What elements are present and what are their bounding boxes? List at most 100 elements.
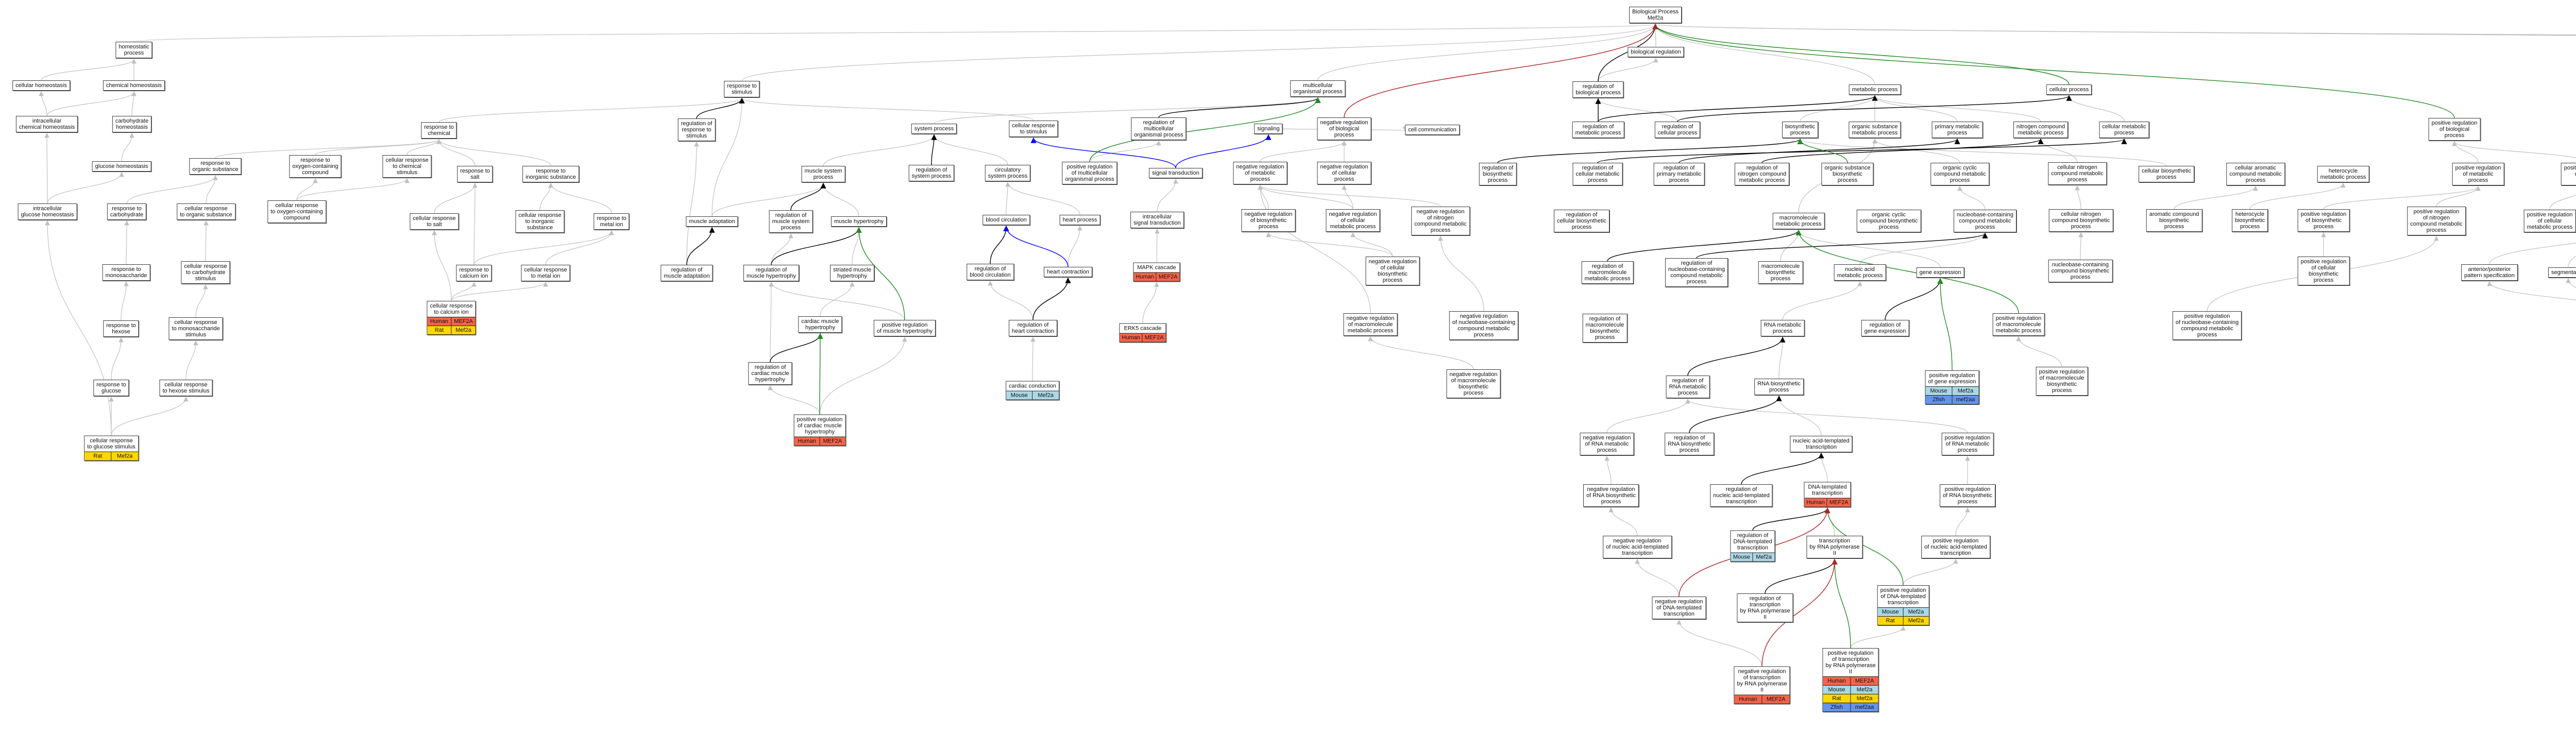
- go-term-node[interactable]: cardiac muscle hypertrophy: [798, 316, 842, 333]
- go-term-node[interactable]: biological regulation: [1628, 47, 1684, 57]
- go-term-node[interactable]: segmentation: [2548, 267, 2576, 278]
- go-term-node[interactable]: regulation of RNA metabolic process: [1666, 376, 1710, 398]
- go-term-node[interactable]: response to glucose: [93, 380, 129, 396]
- go-term-node[interactable]: cell communication: [1405, 125, 1460, 135]
- go-term-node[interactable]: cellular response to carbohydrate stimul…: [181, 261, 230, 284]
- go-term-node[interactable]: intracellular signal transduction: [1130, 212, 1184, 228]
- go-term-node[interactable]: positive regulation of cellular metaboli…: [2523, 210, 2576, 232]
- go-term-node[interactable]: cellular response to monosaccharide stim…: [168, 317, 223, 340]
- go-term-node[interactable]: regulation of cardiac muscle hypertrophy: [748, 362, 792, 385]
- go-term-node[interactable]: system process: [911, 124, 957, 134]
- go-term-node[interactable]: response to chemical: [421, 122, 457, 139]
- go-term-node[interactable]: chemical homeostasis: [103, 80, 165, 91]
- go-term-node[interactable]: organic substance metabolic process: [1849, 122, 1901, 138]
- go-term-node[interactable]: positive regulation of nucleobase-contai…: [2172, 311, 2242, 340]
- go-term-node[interactable]: regulation of nucleobase-containing comp…: [1665, 258, 1728, 287]
- go-term-node[interactable]: regulation of muscle system process: [769, 210, 813, 233]
- go-term-node[interactable]: cellular response to metal ion: [521, 265, 570, 281]
- go-term-node[interactable]: regulation of heart contraction: [1009, 320, 1057, 336]
- go-term-node[interactable]: regulation of biosynthetic process: [1479, 163, 1517, 185]
- go-term-node[interactable]: response to metal ion: [594, 213, 630, 230]
- go-term-node[interactable]: organic cyclic compound biosynthetic pro…: [1856, 210, 1921, 232]
- go-term-node[interactable]: negative regulation of cellular biosynth…: [1365, 257, 1420, 285]
- go-term-node[interactable]: muscle hypertrophy: [831, 216, 887, 227]
- go-term-node[interactable]: positive regulation of multicellular org…: [1062, 162, 1117, 184]
- go-term-node[interactable]: heterocycle biosynthetic process: [2231, 209, 2268, 232]
- go-term-node[interactable]: regulation of nitrogen compound metaboli…: [1734, 163, 1790, 185]
- go-term-node[interactable]: negative regulation of cellular metaboli…: [1326, 209, 1380, 232]
- go-term-node[interactable]: signal transduction: [1149, 168, 1202, 178]
- go-term-node[interactable]: positive regulation of biological proces…: [2428, 118, 2481, 141]
- go-term-node[interactable]: negative regulation of nucleobase-contai…: [1449, 311, 1519, 340]
- go-term-node[interactable]: signaling: [1254, 124, 1283, 134]
- go-term-node[interactable]: positive regulation of cellular process: [2561, 163, 2576, 185]
- go-term-node[interactable]: cellular nitrogen compound metabolic pro…: [2048, 162, 2107, 185]
- go-term-node[interactable]: response to inorganic substance: [522, 166, 579, 182]
- go-term-node[interactable]: heart process: [1059, 215, 1100, 225]
- go-term-node[interactable]: regulation of nucleic acid-templated tra…: [1710, 484, 1773, 507]
- go-term-node[interactable]: positive regulation of transcription by …: [1822, 648, 1879, 712]
- go-term-node[interactable]: response to organic substance: [189, 158, 242, 175]
- go-term-node[interactable]: nucleobase-containing compound biosynthe…: [2048, 260, 2113, 282]
- go-term-node[interactable]: negative regulation of RNA biosynthetic …: [1583, 484, 1639, 507]
- go-term-node[interactable]: heart contraction: [1044, 267, 1092, 277]
- go-term-node[interactable]: response to monosaccharide: [102, 264, 150, 281]
- go-term-node[interactable]: negative regulation of metabolic process: [1233, 162, 1287, 184]
- go-term-node[interactable]: RNA biosynthetic process: [1754, 379, 1804, 395]
- go-term-node[interactable]: regulation of transcription by RNA polym…: [1737, 593, 1793, 622]
- go-term-node[interactable]: transcription by RNA polymerase II: [1806, 536, 1863, 558]
- go-term-node[interactable]: cellular process: [2046, 84, 2092, 95]
- go-term-node[interactable]: nucleobase-containing compound metabolic…: [1953, 210, 2017, 232]
- go-term-node[interactable]: regulation of multicellular organismal p…: [1131, 117, 1187, 140]
- go-term-node[interactable]: negative regulation of macromolecule met…: [1343, 313, 1398, 336]
- go-term-node[interactable]: regulation of blood circulation: [967, 264, 1014, 280]
- go-term-node[interactable]: metabolic process: [1849, 84, 1901, 95]
- go-term-node[interactable]: anterior/posterior pattern specification: [2461, 264, 2518, 281]
- go-term-node[interactable]: multicellular organismal process: [1290, 80, 1346, 97]
- go-term-node[interactable]: muscle system process: [801, 166, 845, 182]
- go-term-node[interactable]: negative regulation of DNA-templated tra…: [1652, 597, 1706, 619]
- go-term-node[interactable]: positive regulation of macromolecule met…: [1992, 313, 2045, 336]
- go-term-node[interactable]: RNA metabolic process: [1760, 320, 1805, 336]
- go-term-node[interactable]: glucose homeostasis: [92, 161, 151, 172]
- go-term-node[interactable]: cellular homeostasis: [12, 80, 70, 91]
- go-term-node[interactable]: response to oxygen-containing compound: [289, 155, 342, 178]
- go-term-node[interactable]: positive regulation of macromolecule bio…: [2036, 367, 2088, 396]
- go-term-node[interactable]: positive regulation of cellular biosynth…: [2297, 257, 2350, 285]
- go-term-node[interactable]: organic cyclic compound metabolic proces…: [1930, 163, 1989, 185]
- go-term-node[interactable]: carbohydrate homeostasis: [112, 116, 152, 132]
- go-term-node[interactable]: positive regulation of muscle hypertroph…: [873, 320, 936, 336]
- go-term-node[interactable]: primary metabolic process: [1931, 122, 1983, 138]
- go-term-node[interactable]: gene expression: [1916, 267, 1964, 278]
- go-term-node[interactable]: intracellular chemical homeostasis: [15, 116, 78, 132]
- go-term-node[interactable]: intracellular glucose homeostasis: [18, 203, 77, 220]
- go-term-node[interactable]: regulation of system process: [908, 165, 955, 181]
- go-term-node[interactable]: positive regulation of metabolic process: [2452, 163, 2504, 185]
- go-term-node[interactable]: negative regulation of cellular process: [1317, 162, 1371, 184]
- go-term-node[interactable]: regulation of gene expression: [1861, 320, 1909, 336]
- go-term-node[interactable]: regulation of biological process: [1572, 81, 1624, 98]
- go-term-node[interactable]: regulation of response to stimulus: [677, 118, 716, 141]
- go-term-node[interactable]: cellular metabolic process: [2099, 122, 2149, 138]
- go-term-node[interactable]: macromolecule biosynthetic process: [1758, 261, 1803, 284]
- go-term-node[interactable]: regulation of muscle adaptation: [660, 265, 713, 281]
- go-term-node[interactable]: regulation of metabolic process: [1572, 122, 1624, 138]
- go-term-node[interactable]: nucleic acid-templated transcription: [1790, 436, 1853, 452]
- go-term-node[interactable]: positive regulation of RNA biosynthetic …: [1940, 484, 1995, 507]
- go-term-node[interactable]: negative regulation of nitrogen compound…: [1411, 207, 1470, 235]
- go-term-node[interactable]: positive regulation of DNA-templated tra…: [1877, 585, 1929, 625]
- go-term-node[interactable]: negative regulation of nucleic acid-temp…: [1603, 536, 1672, 558]
- go-term-node[interactable]: macromolecule metabolic process: [1772, 213, 1825, 229]
- go-term-node[interactable]: cellular nitrogen compound biosynthetic …: [2048, 209, 2113, 232]
- go-term-node[interactable]: regulation of RNA biosynthetic process: [1665, 433, 1714, 455]
- go-term-node[interactable]: regulation of macromolecule metabolic pr…: [1581, 261, 1634, 284]
- go-term-node[interactable]: response to calcium ion: [456, 265, 492, 281]
- go-term-node[interactable]: response to carbohydrate: [107, 203, 147, 220]
